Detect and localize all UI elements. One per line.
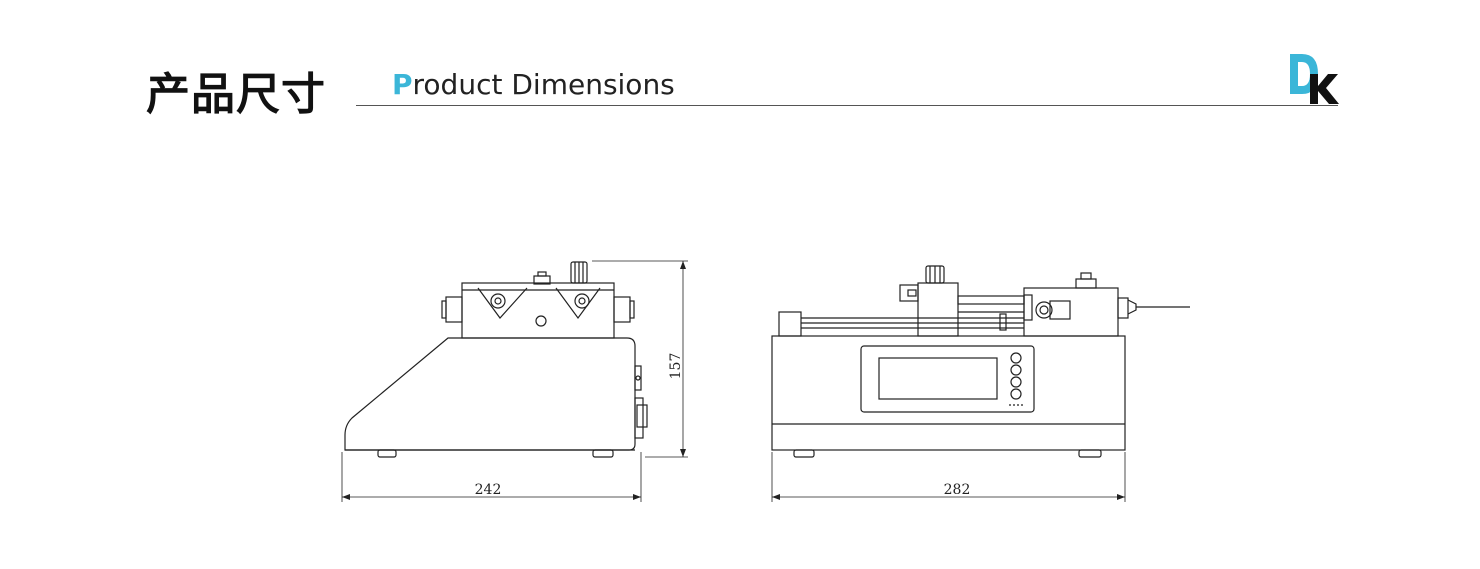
- front-dimension-lines: [771, 452, 1126, 502]
- header-divider-line: [356, 105, 1338, 106]
- title-rest: roduct Dimensions: [412, 68, 675, 101]
- side-view: [344, 261, 648, 458]
- front-width-label: 282: [944, 482, 971, 498]
- page-header: 产品尺寸 Product Dimensions: [0, 0, 1480, 120]
- front-view: [771, 265, 1190, 458]
- dk-logo: [1290, 54, 1339, 104]
- title-initial-letter: P: [392, 68, 413, 101]
- side-dimension-lines: [341, 260, 688, 502]
- side-height-label: 157: [668, 353, 684, 380]
- page-title-english: Product Dimensions: [392, 68, 675, 101]
- side-width-label: 242: [475, 482, 502, 498]
- page-title-chinese: 产品尺寸: [146, 69, 326, 120]
